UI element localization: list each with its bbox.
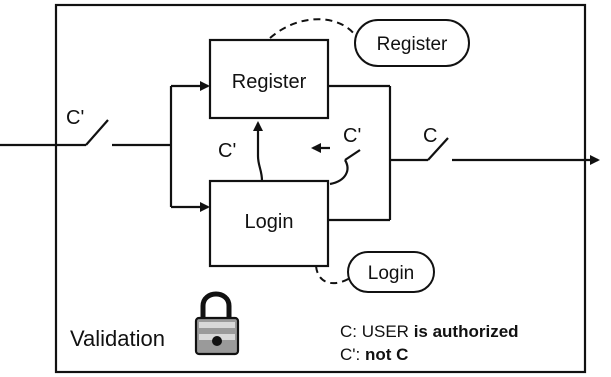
input-switch-label: C' [66, 107, 84, 129]
register-callout-connector [269, 18, 356, 39]
login-callout-label: Login [368, 263, 415, 284]
register-callout-label: Register [377, 34, 448, 55]
legend-line-1: C: USER is authorized [340, 322, 519, 341]
login-box-label: Login [245, 211, 294, 233]
legend-line-2-bold: not C [365, 345, 408, 364]
login-callout-connector [315, 265, 351, 285]
legend-line-1-bold: is authorized [414, 322, 519, 341]
input-line [0, 119, 171, 147]
branch-lines [169, 81, 210, 212]
register-callout [354, 19, 470, 67]
login-box [208, 179, 330, 268]
feedback-right-label: C' [343, 125, 361, 147]
feedback-right [311, 143, 361, 186]
feedback-left-label: C' [218, 140, 236, 162]
output-switch-label: C [423, 125, 437, 147]
padlock-icon [194, 291, 240, 356]
output-lines [328, 84, 600, 222]
legend-line-1-lead: C: USER [340, 322, 414, 341]
register-box-label: Register [232, 71, 307, 93]
feedback-left [253, 121, 264, 182]
validation-label: Validation [70, 326, 165, 351]
legend-line-2-lead: C': [340, 345, 365, 364]
legend-line-2: C': not C [340, 345, 408, 364]
login-callout [347, 251, 435, 293]
register-box [208, 38, 330, 120]
validation-frame [54, 3, 587, 374]
